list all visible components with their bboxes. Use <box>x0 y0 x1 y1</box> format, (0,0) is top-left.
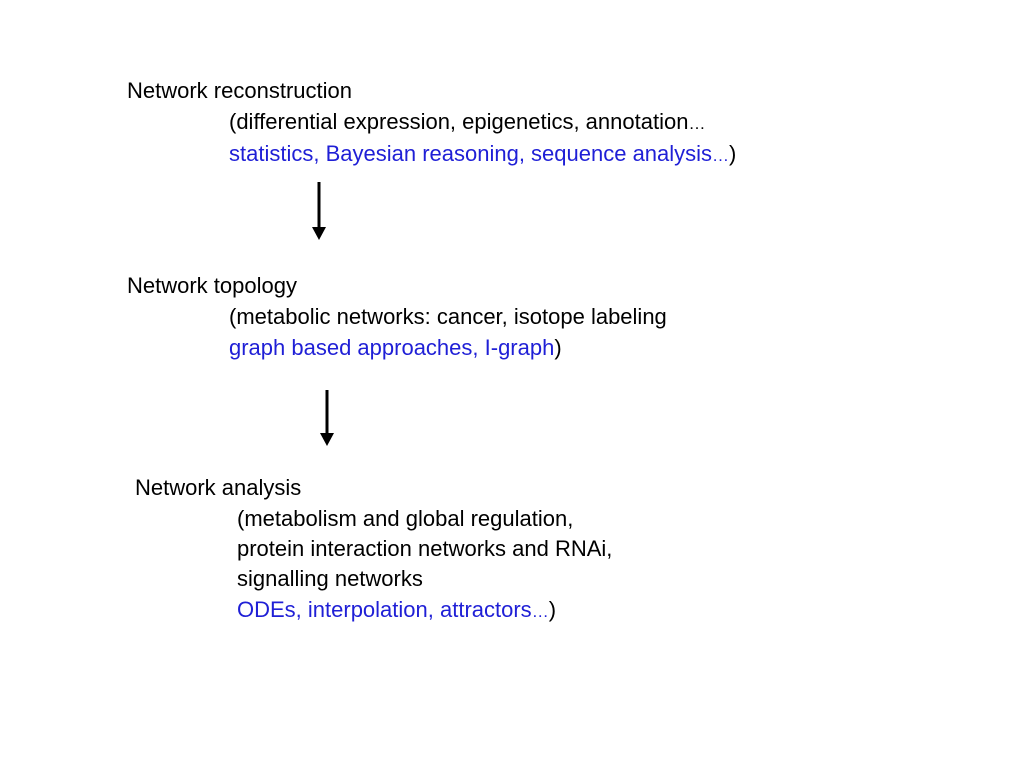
analysis-context-line-1: (metabolism and global regulation, <box>237 506 574 531</box>
topology-methods-text: graph based approaches, I-graph <box>229 335 555 360</box>
analysis-methods-ellipsis: … <box>531 602 549 621</box>
reconstruction-methods-ellipsis: … <box>712 146 730 165</box>
analysis-methods-close: ) <box>548 597 557 622</box>
section-title-topology: Network topology <box>127 273 297 298</box>
down-arrow-icon <box>320 390 334 446</box>
reconstruction-methods-text: statistics, Bayesian reasoning, sequence… <box>229 141 713 166</box>
down-arrow-icon <box>312 182 326 240</box>
analysis-context-line-3: signalling networks <box>237 566 423 591</box>
analysis-methods: ODEs, interpolation, attractors…) <box>237 597 556 625</box>
reconstruction-context: (differential expression, epigenetics, a… <box>229 109 705 137</box>
reconstruction-methods-close: ) <box>729 141 737 166</box>
analysis-context-line-2: protein interaction networks and RNAi, <box>237 536 613 561</box>
reconstruction-methods: statistics, Bayesian reasoning, sequence… <box>229 141 736 169</box>
section-title-analysis: Network analysis <box>135 475 302 500</box>
topology-context: (metabolic networks: cancer, isotope lab… <box>229 304 667 329</box>
topology-methods: graph based approaches, I-graph) <box>229 335 562 361</box>
analysis-methods-text: ODEs, interpolation, attractors <box>237 597 532 622</box>
reconstruction-context-text: (differential expression, epigenetics, a… <box>229 109 689 134</box>
reconstruction-context-ellipsis: … <box>688 114 706 133</box>
section-title-reconstruction: Network reconstruction <box>127 78 352 103</box>
topology-methods-close: ) <box>554 335 562 360</box>
